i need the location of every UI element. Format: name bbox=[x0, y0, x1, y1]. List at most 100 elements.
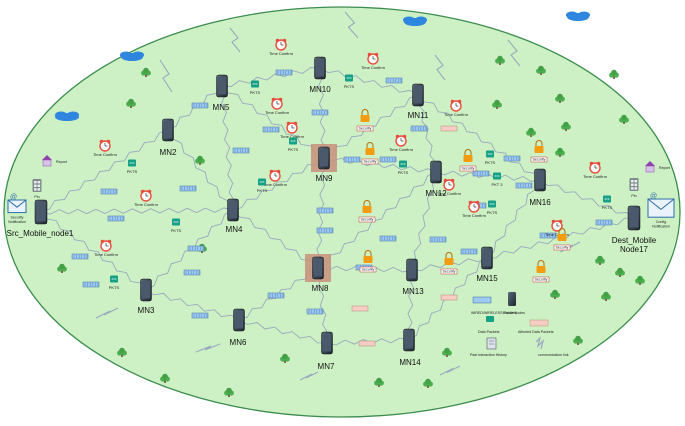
security-tag: Security bbox=[459, 165, 477, 172]
data-packet bbox=[191, 312, 209, 319]
mobile-node-mn2[interactable]: MN2 bbox=[160, 118, 177, 157]
mobile-node-mn16[interactable]: MN16 bbox=[529, 168, 551, 207]
pkts-badge bbox=[110, 275, 118, 283]
mobile-node-mn13[interactable]: MN13 bbox=[402, 258, 424, 296]
config-notification-label: Config bbox=[656, 220, 666, 224]
data-packet bbox=[107, 215, 125, 222]
pkts-label: PKTS bbox=[398, 170, 409, 175]
communication-link bbox=[229, 27, 241, 53]
mobile-node-mn12[interactable]: MN12 bbox=[425, 160, 447, 198]
legend-data-packets: Data Packets bbox=[478, 316, 500, 334]
data-packet bbox=[410, 125, 428, 132]
legend-affected-label: Affected Data Packets bbox=[518, 330, 554, 334]
node-label: MN16 bbox=[529, 198, 551, 207]
node-label: MN8 bbox=[312, 284, 329, 293]
communication-link bbox=[406, 269, 414, 341]
data-packet bbox=[311, 109, 329, 116]
node-label: MN2 bbox=[160, 148, 177, 157]
data-packet bbox=[82, 281, 100, 288]
data-packet bbox=[100, 188, 118, 195]
legend-history-label: Past interaction History bbox=[470, 353, 507, 357]
mobile-node-src[interactable]: Src_Mobile_node1 bbox=[7, 199, 74, 238]
time-confirm-label: Time Confirm bbox=[93, 152, 118, 157]
time-confirm-label: Time Confirm bbox=[444, 112, 469, 117]
report-icon bbox=[42, 155, 52, 167]
data-packet bbox=[379, 156, 397, 163]
tree-icon bbox=[619, 114, 629, 124]
communication-link bbox=[439, 365, 461, 376]
node-label: MN6 bbox=[230, 338, 247, 347]
pkts-label: PKTS bbox=[288, 147, 299, 152]
data-packet bbox=[179, 185, 197, 192]
data-packet bbox=[385, 77, 403, 84]
communication-link bbox=[232, 157, 325, 211]
time-confirm-label: Time Confirm bbox=[263, 182, 288, 187]
data-packet bbox=[183, 269, 201, 276]
report-label: Report bbox=[56, 160, 67, 164]
pkts-label: PKTS bbox=[602, 205, 613, 210]
security-label: Security bbox=[556, 246, 569, 250]
legend-past-history: Past interaction History bbox=[470, 337, 507, 357]
node-label: Src_Mobile_node1 bbox=[7, 229, 74, 238]
pkts-badge bbox=[399, 160, 407, 168]
network-field bbox=[3, 6, 681, 418]
data-packet bbox=[460, 248, 478, 255]
mobile-node-mn10[interactable]: MN10 bbox=[309, 56, 331, 94]
mobile-node-mn6[interactable]: MN6 bbox=[230, 308, 247, 347]
mobile-node-mn7[interactable]: MN7 bbox=[318, 331, 335, 371]
pin-pad-icon bbox=[629, 178, 639, 191]
communication-link bbox=[40, 211, 147, 291]
security-notification-label: Security bbox=[11, 216, 24, 220]
security-tag: Security bbox=[361, 158, 379, 165]
mobile-node-mn8[interactable]: MN8 bbox=[305, 254, 331, 293]
communication-link bbox=[221, 85, 325, 159]
communication-link bbox=[159, 59, 173, 93]
security-lock-icon bbox=[444, 252, 454, 265]
data-packet bbox=[429, 236, 447, 243]
data-packet bbox=[595, 219, 613, 226]
mobile-node-mn5[interactable]: MN5 bbox=[213, 74, 230, 112]
mobile-node-mn4[interactable]: MN4 bbox=[226, 198, 243, 234]
communication-link bbox=[319, 67, 419, 96]
communication-link bbox=[40, 129, 169, 213]
mobile-node-mn11[interactable]: MN11 bbox=[408, 83, 429, 120]
security-label: Security bbox=[535, 278, 548, 282]
security-label: Security bbox=[443, 270, 456, 274]
pkts-badge bbox=[128, 159, 136, 167]
pkts-label: PKTS bbox=[344, 84, 355, 89]
tree-icon bbox=[555, 93, 565, 103]
security-lock-icon bbox=[536, 260, 546, 273]
security-label: Security bbox=[462, 167, 475, 171]
data-packet bbox=[539, 232, 557, 239]
mobile-node-mn3[interactable]: MN3 bbox=[138, 278, 155, 315]
data-packet bbox=[71, 253, 89, 260]
cloud-icon bbox=[55, 111, 79, 121]
svg-text:@: @ bbox=[650, 193, 657, 200]
time-confirm-label: Time Confirm bbox=[462, 213, 487, 218]
node-label: MN9 bbox=[316, 174, 333, 183]
security-lock-icon bbox=[362, 200, 372, 213]
mobile-node-mn15[interactable]: MN15 bbox=[476, 246, 498, 283]
legend-wired-label: WIRED/WIRELESS Packets bbox=[471, 311, 517, 315]
security-lock-icon bbox=[534, 140, 544, 153]
tree-icon bbox=[117, 347, 127, 357]
alarm-clock-icon bbox=[271, 97, 283, 110]
communication-link bbox=[486, 179, 541, 259]
alarm-clock-icon bbox=[269, 169, 281, 182]
mobile-node-mn14[interactable]: MN14 bbox=[399, 328, 421, 367]
pkts-badge bbox=[251, 80, 259, 88]
node-label: MN3 bbox=[138, 306, 155, 315]
node-label: MN5 bbox=[213, 103, 230, 112]
node-label-line2: Node17 bbox=[620, 245, 649, 254]
security-lock-icon bbox=[363, 250, 373, 263]
security-notification-label: Notification bbox=[8, 220, 26, 224]
pkts-label: PKTS bbox=[109, 285, 120, 290]
report-label: Report bbox=[659, 166, 670, 170]
security-label: Security bbox=[361, 218, 374, 222]
time-confirm-label: Time Confirm bbox=[265, 110, 290, 115]
pkts-badge bbox=[486, 150, 494, 158]
mobile-node-mn9[interactable]: MN9 bbox=[311, 144, 337, 183]
tree-icon bbox=[526, 127, 536, 137]
communication-link bbox=[507, 39, 521, 67]
